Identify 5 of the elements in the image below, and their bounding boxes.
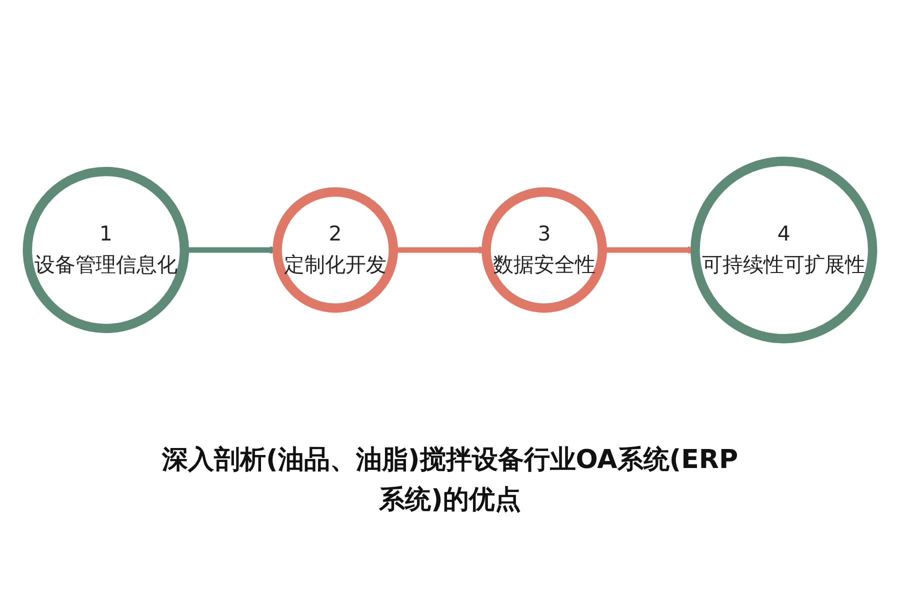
diagram-title: 深入剖析(油品、油脂)搅拌设备行业OA系统(ERP系统)的优点 [160,444,739,517]
node-circle: 1 设备管理信息化 [22,166,190,334]
node-circle: 4 可持续性可扩展性 [690,156,878,344]
node-circle: 2 定制化开发 [272,187,398,313]
node-circle: 3 数据安全性 [482,187,607,313]
